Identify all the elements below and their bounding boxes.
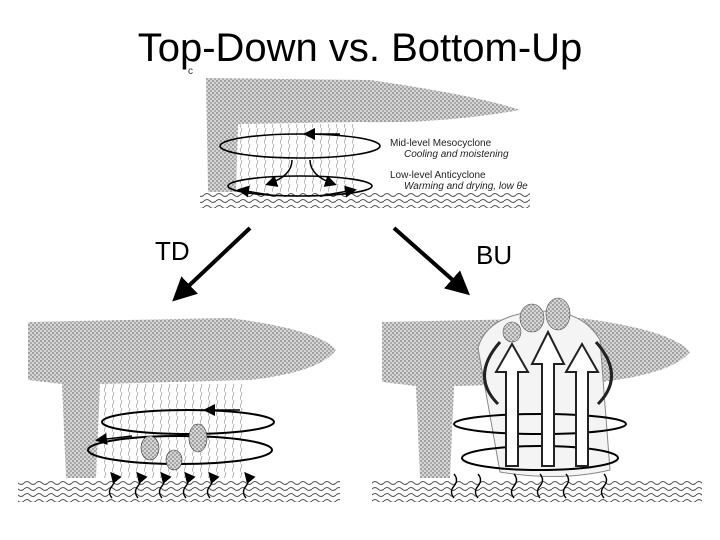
bu-mid-circulation <box>453 413 627 435</box>
td-storm-panel <box>18 318 340 502</box>
bu-storm-panel <box>372 297 702 502</box>
bu-low-circulation <box>461 445 619 471</box>
td-label: TD <box>155 236 190 266</box>
bu-surface-updrafts <box>450 473 608 499</box>
td-convective-cells <box>140 423 208 471</box>
low-level-circulation <box>227 175 373 197</box>
page-title: Top-Down vs. Bottom-Up <box>137 26 583 70</box>
hook-echo-tower <box>212 126 234 178</box>
mid-level-annotation: Mid-level Mesocyclone Cooling and moiste… <box>390 138 509 160</box>
mid-level-name: Mid-level Mesocyclone <box>390 138 492 149</box>
td-ground <box>18 480 340 502</box>
top-storm-panel <box>200 78 530 208</box>
bu-updraft-arrows <box>483 329 613 467</box>
bu-anvil-cloud <box>382 318 690 478</box>
mid-level-circulation <box>219 133 381 159</box>
mid-level-effect: Cooling and moistening <box>404 149 509 160</box>
ground-surface <box>200 192 530 208</box>
low-level-annotation: Low-level Anticyclone Warming and drying… <box>390 170 528 192</box>
bu-label: BU <box>476 240 513 270</box>
td-surface-updrafts <box>108 471 256 499</box>
td-mid-circulation <box>101 409 275 435</box>
td-anvil-cloud <box>28 318 336 478</box>
low-level-effect: Warming and drying, low θe <box>404 181 528 192</box>
low-level-name: Low-level Anticyclone <box>390 170 486 181</box>
anvil-cloud <box>206 78 520 192</box>
td-arrow <box>172 226 252 302</box>
bu-cloud-tops <box>502 297 571 343</box>
bu-arrow <box>392 226 470 296</box>
panel-letter: c <box>188 66 193 77</box>
